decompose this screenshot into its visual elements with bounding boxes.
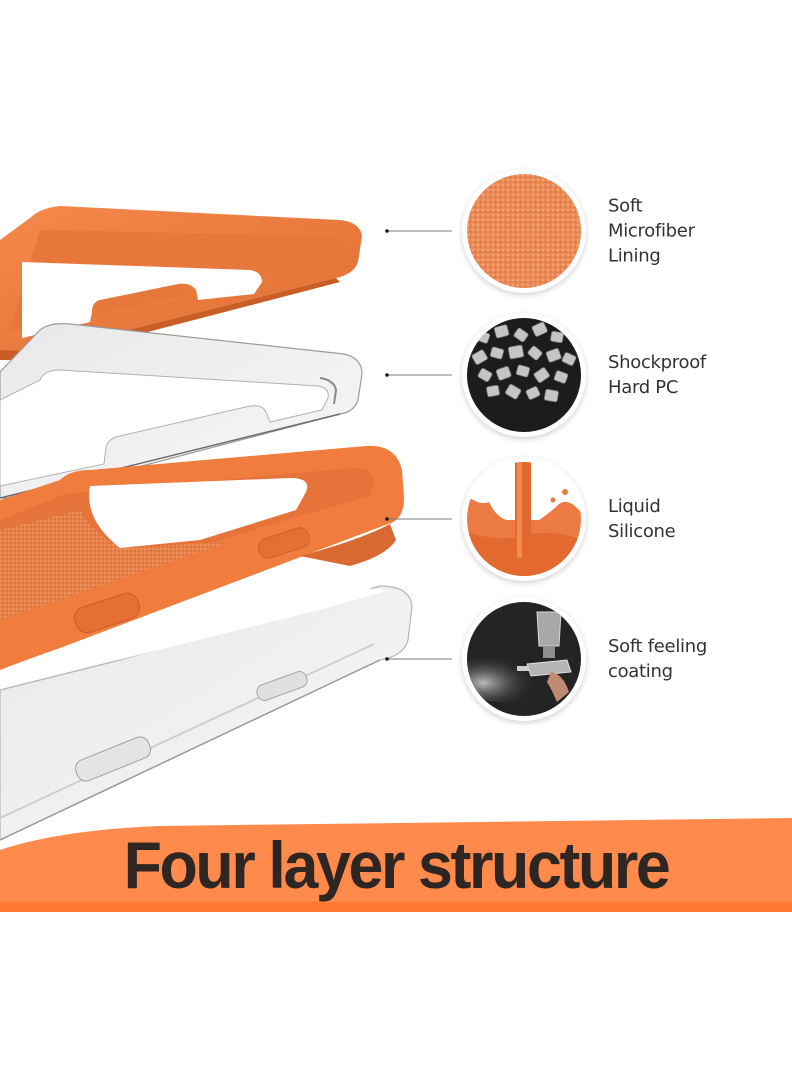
feature-soft-coating: Soft feeling coating bbox=[462, 597, 792, 721]
feature-label: Shockproof Hard PC bbox=[608, 350, 706, 400]
title-banner bbox=[0, 818, 792, 912]
feature-image-disc bbox=[462, 457, 586, 581]
layer-liquid-silicone bbox=[0, 445, 404, 670]
feature-microfiber: Soft Microfiber Lining bbox=[462, 169, 792, 293]
pc-pellets-icon bbox=[467, 318, 581, 432]
feature-label-line: Hard PC bbox=[608, 377, 679, 398]
layer-coating-shell bbox=[0, 206, 362, 360]
spray-gun-icon bbox=[467, 602, 581, 716]
callout-dots bbox=[385, 229, 389, 661]
banner-title: Four layer structure bbox=[123, 828, 671, 902]
feature-liquid-silicone: Liquid Silicone bbox=[462, 457, 792, 581]
feature-label-line: Liquid bbox=[608, 496, 661, 517]
feature-label-line: coating bbox=[608, 661, 673, 682]
feature-label: Soft feeling coating bbox=[608, 634, 707, 684]
silicone-splash-icon bbox=[467, 462, 581, 576]
feature-label: Liquid Silicone bbox=[608, 494, 676, 544]
feature-label-line: Soft feeling bbox=[608, 636, 707, 657]
layer-hard-pc bbox=[0, 323, 363, 499]
feature-image-disc bbox=[462, 313, 586, 437]
feature-label-line: Soft bbox=[608, 195, 643, 217]
feature-label-line: Shockproof bbox=[608, 352, 706, 373]
microfiber-texture-icon bbox=[467, 174, 581, 288]
feature-image-disc bbox=[462, 597, 586, 721]
feature-label-line: Silicone bbox=[608, 521, 676, 542]
feature-label-line: Microfiber bbox=[608, 220, 695, 242]
layer-soft-coating-clear bbox=[0, 585, 413, 841]
feature-image-disc bbox=[462, 169, 586, 293]
feature-label-line: Lining bbox=[608, 245, 661, 267]
feature-hard-pc: Shockproof Hard PC bbox=[462, 313, 792, 437]
feature-label: Soft Microfiber Lining bbox=[608, 194, 695, 269]
callout-lines bbox=[387, 230, 452, 660]
